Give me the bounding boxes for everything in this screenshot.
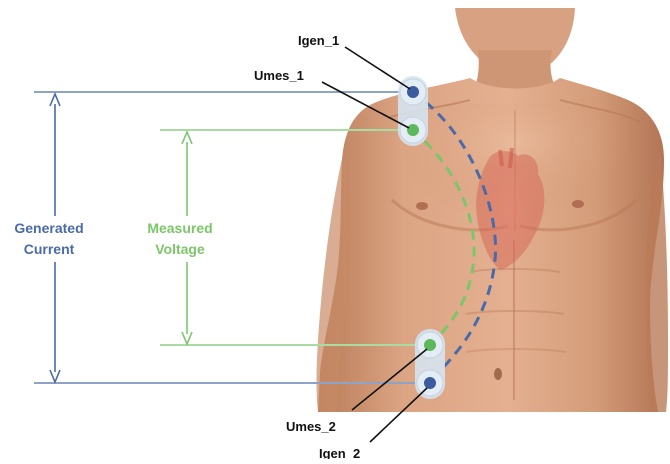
umes-1-label: Umes_1 [254, 68, 304, 83]
measured-label-line1: Measured [147, 220, 212, 236]
igen-2-label: Igen_2 [319, 446, 360, 459]
igen-2-electrode [424, 377, 436, 389]
umes-1-electrode [407, 124, 419, 136]
measured-label-line2: Voltage [155, 241, 205, 257]
generated-label-line2: Current [24, 241, 75, 257]
measured-voltage-label: Measured Voltage [134, 216, 226, 262]
igen-1-label: Igen_1 [298, 33, 339, 48]
generated-current-label: Generated Current [4, 216, 94, 262]
umes-2-label: Umes_2 [286, 419, 336, 434]
generated-label-line1: Generated [14, 220, 83, 236]
